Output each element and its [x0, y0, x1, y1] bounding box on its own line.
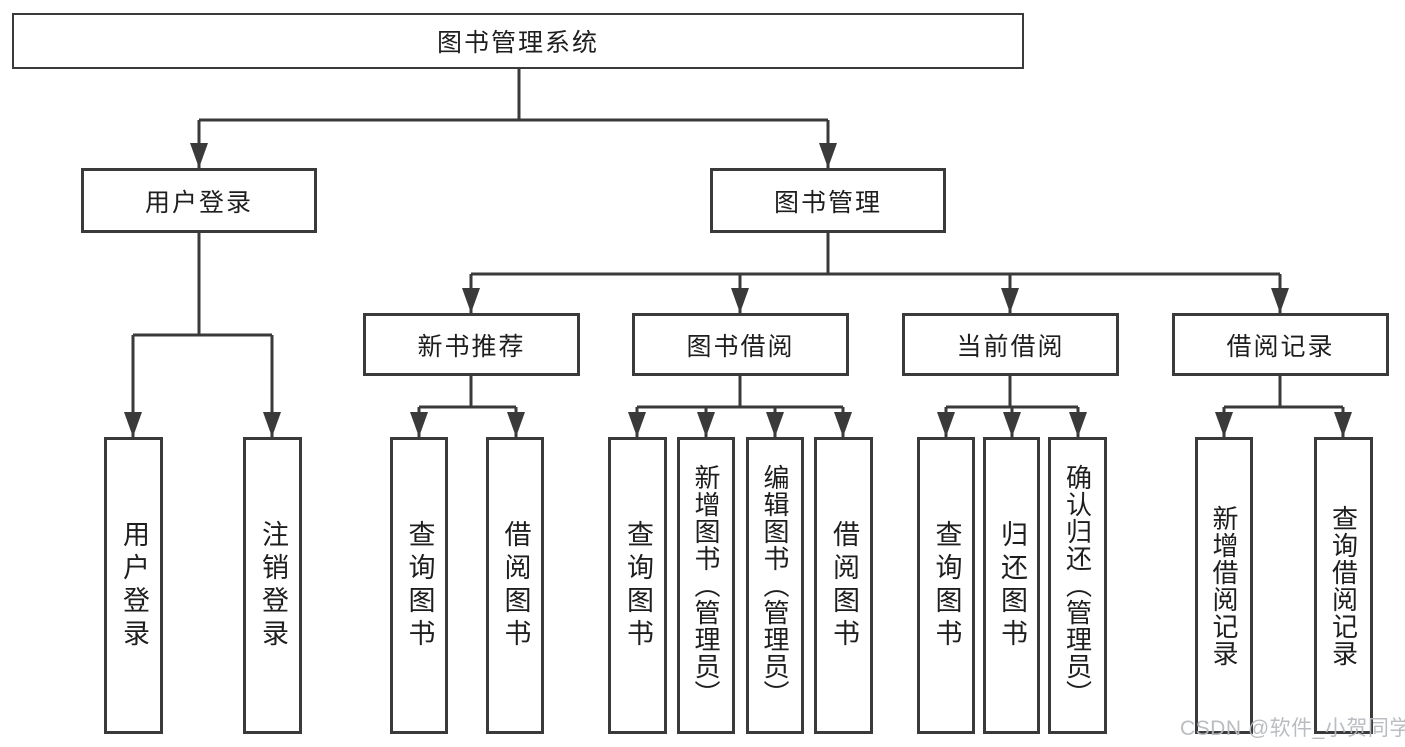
leaf-query-borrow-record: 查询借阅记录 — [1314, 437, 1373, 734]
connector-newrec-to-leaves — [417, 376, 518, 437]
node-root-system: 图书管理系统 — [12, 13, 1024, 69]
leaf-user-login: 用户登录 — [104, 437, 163, 734]
leaf-borrow-books: 借阅图书 — [814, 437, 873, 734]
connector-root-to-level2 — [197, 69, 830, 168]
connector-userlogin-to-leaves — [131, 233, 274, 437]
leaf-query-books-current: 查询图书 — [917, 437, 975, 734]
node-book-borrowing: 图书借阅 — [632, 313, 849, 376]
leaf-query-books-recommend: 查询图书 — [390, 437, 448, 734]
leaf-return-books: 归还图书 — [983, 437, 1040, 734]
leaf-confirm-return-admin: 确认归还（管理员） — [1048, 437, 1107, 734]
leaf-add-borrow-record: 新增借阅记录 — [1195, 437, 1253, 734]
leaf-edit-books-admin: 编辑图书（管理员） — [746, 437, 804, 734]
connector-borrow-to-leaves — [635, 376, 845, 437]
leaf-borrow-books-recommend: 借阅图书 — [486, 437, 544, 734]
node-current-borrowing: 当前借阅 — [902, 313, 1119, 376]
node-new-book-recommend: 新书推荐 — [363, 313, 580, 376]
node-borrow-records: 借阅记录 — [1172, 313, 1389, 376]
leaf-query-books-borrowing: 查询图书 — [608, 437, 667, 734]
leaf-add-books-admin: 新增图书（管理员） — [677, 437, 735, 734]
connector-bookmgmt-to-level3 — [469, 233, 1282, 313]
csdn-watermark: CSDN @软件_小贺同学 — [1180, 717, 1405, 740]
connector-records-to-leaves — [1222, 376, 1345, 437]
leaf-logout: 注销登录 — [243, 437, 302, 734]
node-user-login: 用户登录 — [81, 168, 317, 233]
arrowheads — [124, 143, 1352, 437]
node-book-management: 图书管理 — [710, 168, 946, 233]
